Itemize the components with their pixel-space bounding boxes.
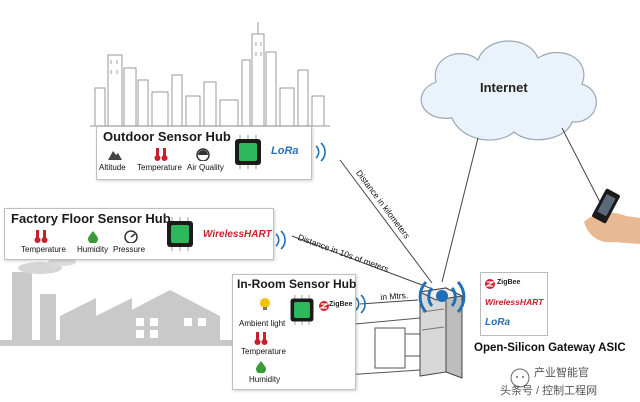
- room-wave-icon: [355, 294, 366, 314]
- sensor-label-humidity: Humidity: [77, 245, 109, 254]
- sensor-chip-icon: [290, 295, 314, 325]
- sensor-chip-icon: [235, 135, 261, 169]
- factory-hub-title: Factory Floor Sensor Hub: [11, 211, 171, 226]
- internet-label: Internet: [480, 80, 528, 95]
- gateway-protocol-zigbee: ZigBee: [497, 279, 521, 286]
- sensor-label-ambient-light: Ambient light: [239, 319, 286, 328]
- factory-wave-icon: [275, 230, 286, 250]
- watermark-line-2: 头条号 / 控制工程网: [500, 385, 598, 397]
- gateway-protocol-wirelesshart: WirelessHART: [485, 297, 544, 307]
- link-label-room: in Mtrs.: [380, 290, 409, 302]
- factory-link-line: [291, 235, 431, 289]
- protocol-logo-zigbee: ZigBee: [329, 301, 353, 308]
- thermometer-icon: [34, 230, 48, 243]
- pressure-gauge-icon: [124, 230, 138, 243]
- sensor-label-temperature: Temperature: [241, 347, 286, 356]
- watermark-bubble-icon: [510, 368, 530, 388]
- factory-sensor-hub: Factory Floor Sensor Hub Temperature Hum…: [4, 208, 274, 260]
- humidity-drop-icon: [256, 361, 266, 373]
- humidity-drop-icon: [88, 231, 98, 243]
- room-hub-title: In-Room Sensor Hub: [237, 277, 357, 291]
- protocol-logo-lora: LoRa: [271, 145, 299, 157]
- sensor-label-altitude: Altitude: [99, 163, 126, 172]
- hand-phone-illustration: [584, 188, 640, 244]
- outdoor-hub-title: Outdoor Sensor Hub: [103, 129, 231, 144]
- gateway-label: Open-Silicon Gateway ASIC: [474, 342, 626, 354]
- watermark-line-1: 产业智能官: [534, 367, 589, 379]
- zigbee-logo-icon: [485, 279, 495, 289]
- outdoor-wave-icon: [315, 142, 326, 162]
- factory-illustration: [0, 258, 236, 346]
- city-skyline-illustration: [90, 22, 330, 127]
- thermometer-icon: [154, 148, 168, 161]
- room-sensor-hub: In-Room Sensor Hub Ambient light Tempera…: [232, 274, 356, 390]
- zigbee-logo-icon: [319, 301, 329, 311]
- outdoor-link-line: [339, 159, 433, 284]
- gateway-antenna-icon: [418, 280, 466, 314]
- air-quality-gauge-icon: [196, 148, 210, 161]
- sensor-label-temperature: Temperature: [21, 245, 66, 254]
- sensor-label-pressure: Pressure: [113, 245, 146, 254]
- outdoor-sensor-hub: Outdoor Sensor Hub Altitude Temperature …: [96, 126, 312, 180]
- gateway-protocol-lora: LoRa: [485, 317, 510, 328]
- sensor-label-humidity: Humidity: [249, 375, 281, 384]
- internet-cloud-shape: [420, 40, 597, 141]
- mountain-icon: [108, 151, 122, 160]
- sensor-chip-icon: [167, 217, 193, 251]
- phone-link-line: [561, 127, 603, 207]
- room-link-line: [359, 299, 419, 305]
- thermometer-icon: [254, 332, 268, 345]
- sensor-label-temperature: Temperature: [137, 163, 182, 172]
- protocol-logo-wirelesshart: WirelessHART: [203, 229, 272, 240]
- sensor-label-air-quality: Air Quality: [187, 163, 224, 172]
- gateway-protocols-panel: ZigBee WirelessHART LoRa: [480, 272, 548, 336]
- light-bulb-icon: [260, 298, 270, 310]
- internet-link-line: [441, 137, 479, 283]
